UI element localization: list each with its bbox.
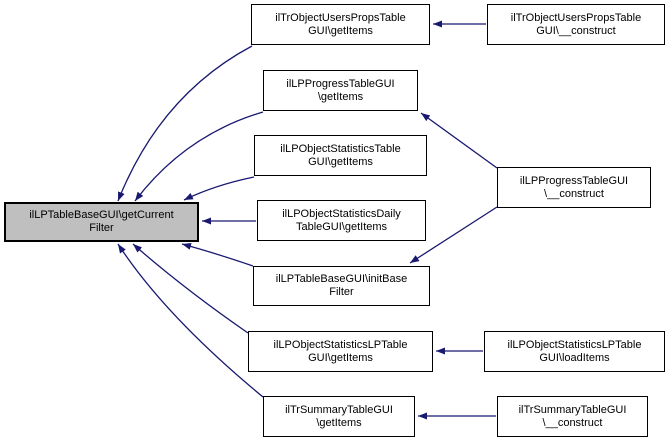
node-label-line: ilLPProgressTableGUI	[286, 77, 395, 90]
node-label-line: GUI\getItems	[308, 351, 373, 364]
edge-trObjectUsersPropsGetItems-to-getCurrentFilter	[117, 45, 253, 202]
graph-node-trSummaryConstruct[interactable]: ilTrSummaryTableGUI \__construct	[497, 396, 648, 437]
node-label-line: GUI\getItems	[308, 155, 373, 168]
node-label-line: ilTrObjectUsersPropsTable	[510, 11, 642, 24]
node-label-line: ilLPObjectStatisticsTable	[280, 142, 401, 155]
graph-node-trObjectUsersPropsConstruct[interactable]: ilTrObjectUsersPropsTable GUI\__construc…	[487, 4, 665, 45]
edge-lpProgressConstruct-to-lpProgressGetItems	[420, 112, 498, 169]
node-label-line: GUI\loadItems	[539, 351, 610, 364]
edge-initBaseFilter-to-getCurrentFilter	[181, 242, 254, 267]
node-label-line: \getItems	[316, 416, 362, 429]
node-label-line: ilLPProgressTableGUI	[519, 174, 629, 187]
node-label-line: \getItems	[317, 90, 364, 103]
node-label-line: \__construct	[542, 416, 603, 429]
graph-node-lpProgressConstruct[interactable]: ilLPProgressTableGUI \__construct	[497, 167, 651, 208]
node-label-line: Filter	[329, 286, 354, 298]
graph-node-trObjectUsersPropsGetItems[interactable]: ilTrObjectUsersPropsTable GUI\getItems	[251, 4, 430, 45]
edge-lpProgressGetItems-to-getCurrentFilter	[134, 111, 264, 202]
node-label-line: ilLPTableBaseGUI\initBase	[275, 273, 408, 285]
node-label-line: ilLPObjectStatisticsLPTable	[507, 338, 642, 351]
edge-lpObjectStatisticsGetItems-to-getCurrentFilter	[183, 176, 255, 201]
node-label-line: Filter	[89, 222, 114, 234]
graph-node-lpObjectStatisticsLPLoadItems[interactable]: ilLPObjectStatisticsLPTable GUI\loadItem…	[484, 331, 665, 372]
graph-node-lpProgressGetItems[interactable]: ilLPProgressTableGUI \getItems	[263, 70, 418, 111]
node-label-line: ilLPTableBaseGUI\getCurrent	[29, 209, 174, 221]
edge-trSummaryGetItems-to-getCurrentFilter	[117, 243, 264, 398]
node-label-line: ilTrSummaryTableGUI	[285, 403, 393, 416]
node-label-line: GUI\getItems	[308, 24, 373, 37]
node-label-line: GUI\__construct	[536, 24, 616, 37]
graph-node-lpObjectStatisticsLPGetItems[interactable]: ilLPObjectStatisticsLPTable GUI\getItems	[248, 331, 433, 372]
graph-node-getCurrentFilter[interactable]: ilLPTableBaseGUI\getCurrent Filter	[4, 202, 199, 242]
graph-node-lpObjectStatisticsGetItems[interactable]: ilLPObjectStatisticsTable GUI\getItems	[254, 135, 427, 176]
node-label-line: ilTrObjectUsersPropsTable	[275, 11, 406, 24]
node-label-line: ilLPObjectStatisticsDaily	[282, 207, 401, 220]
graph-node-initBaseFilter[interactable]: ilLPTableBaseGUI\initBase Filter	[253, 266, 430, 306]
graph-node-trSummaryGetItems[interactable]: ilTrSummaryTableGUI \getItems	[263, 396, 415, 437]
edge-lpObjectStatisticsLPGetItems-to-getCurrentFilter	[132, 243, 249, 334]
graph-node-lpObjectStatisticsDailyGetItems[interactable]: ilLPObjectStatisticsDaily TableGUI\getIt…	[257, 200, 426, 241]
node-label-line: \__construct	[544, 187, 604, 200]
node-label-line: ilTrSummaryTableGUI	[518, 403, 627, 416]
node-label-line: ilLPObjectStatisticsLPTable	[273, 338, 408, 351]
node-label-line: TableGUI\getItems	[295, 220, 388, 233]
